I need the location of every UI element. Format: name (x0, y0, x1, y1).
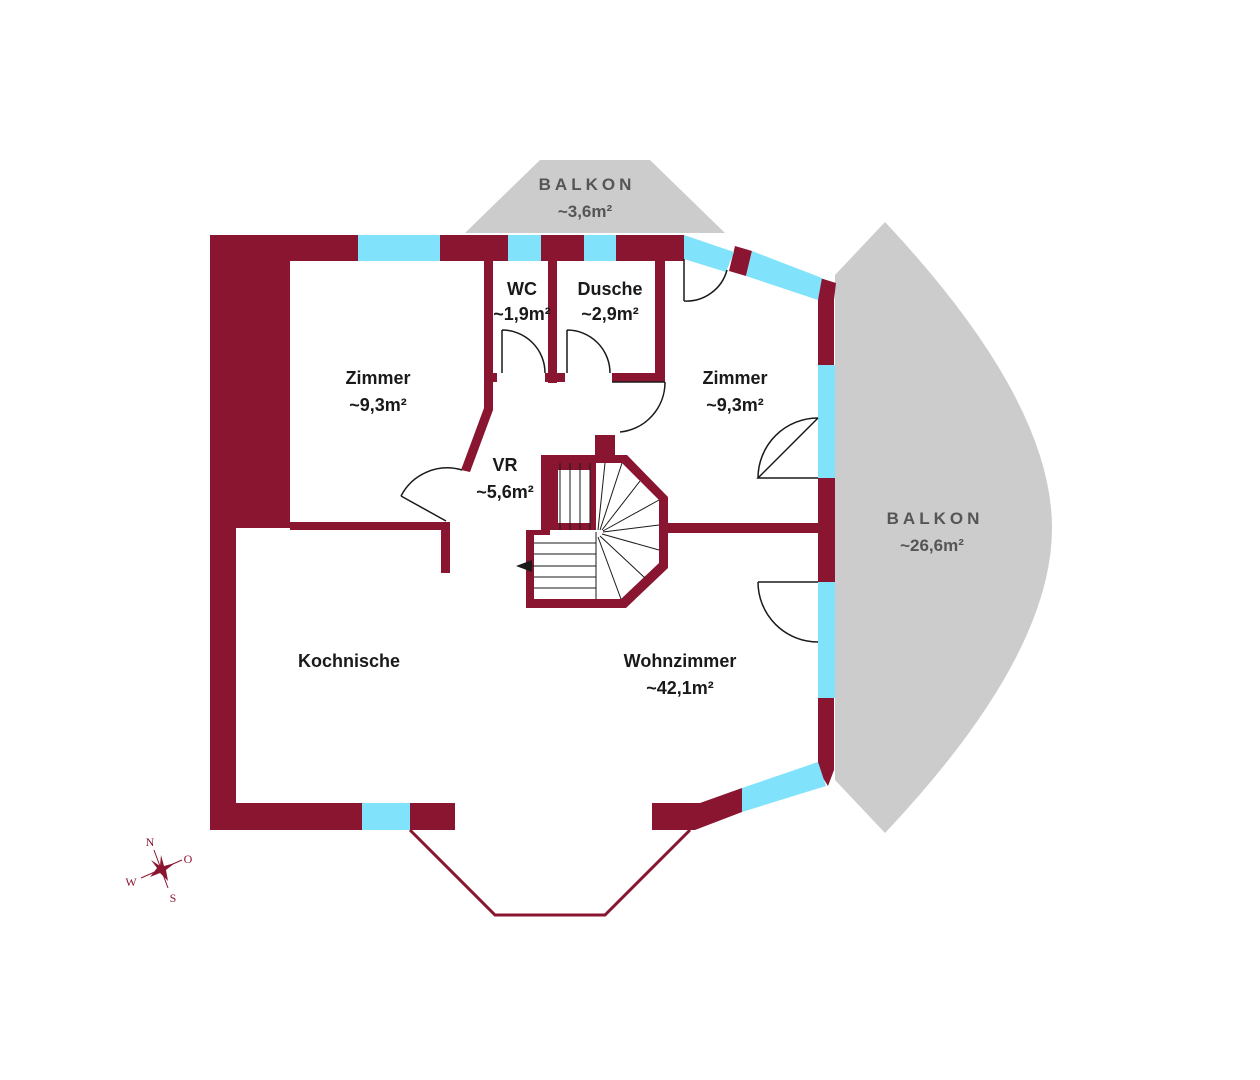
room-name-zimmer-left: Zimmer (345, 368, 410, 388)
balcony-small-area-label: ~3,6m² (558, 202, 613, 221)
compass-rose: N O S W (125, 835, 192, 905)
room-name-wc: WC (507, 279, 537, 299)
room-area-vr: ~5,6m² (476, 482, 534, 502)
balcony-labels: BALKON ~3,6m² BALKON ~26,6m² (539, 175, 984, 555)
compass-south: S (170, 891, 177, 905)
compass-north: N (146, 835, 155, 849)
room-name-kochnische: Kochnische (298, 651, 400, 671)
balcony-large-area-label: ~26,6m² (900, 536, 964, 555)
doors (400, 259, 819, 643)
room-area-dusche: ~2,9m² (581, 304, 639, 324)
staircase (516, 455, 668, 608)
balcony-small-area (465, 160, 725, 233)
interior-walls (290, 255, 818, 573)
compass-east: O (184, 852, 193, 866)
room-area-wc: ~1,9m² (493, 304, 551, 324)
bay-window-outline (408, 828, 692, 917)
balcony-large-title: BALKON (887, 509, 984, 528)
outer-walls (210, 235, 836, 830)
compass-west: W (125, 875, 137, 889)
room-area-wohnzimmer: ~42,1m² (646, 678, 714, 698)
room-name-wohnzimmer: Wohnzimmer (624, 651, 737, 671)
room-labels: WC ~1,9m² Dusche ~2,9m² Zimmer ~9,3m² Zi… (298, 279, 768, 698)
room-name-dusche: Dusche (577, 279, 642, 299)
compass-star-icon (150, 855, 175, 881)
room-area-zimmer-right: ~9,3m² (706, 395, 764, 415)
room-area-zimmer-left: ~9,3m² (349, 395, 407, 415)
room-name-zimmer-right: Zimmer (702, 368, 767, 388)
balcony-small-title: BALKON (539, 175, 636, 194)
room-name-vr: VR (492, 455, 517, 475)
balcony-large-area (835, 222, 1052, 833)
windows (358, 235, 835, 830)
